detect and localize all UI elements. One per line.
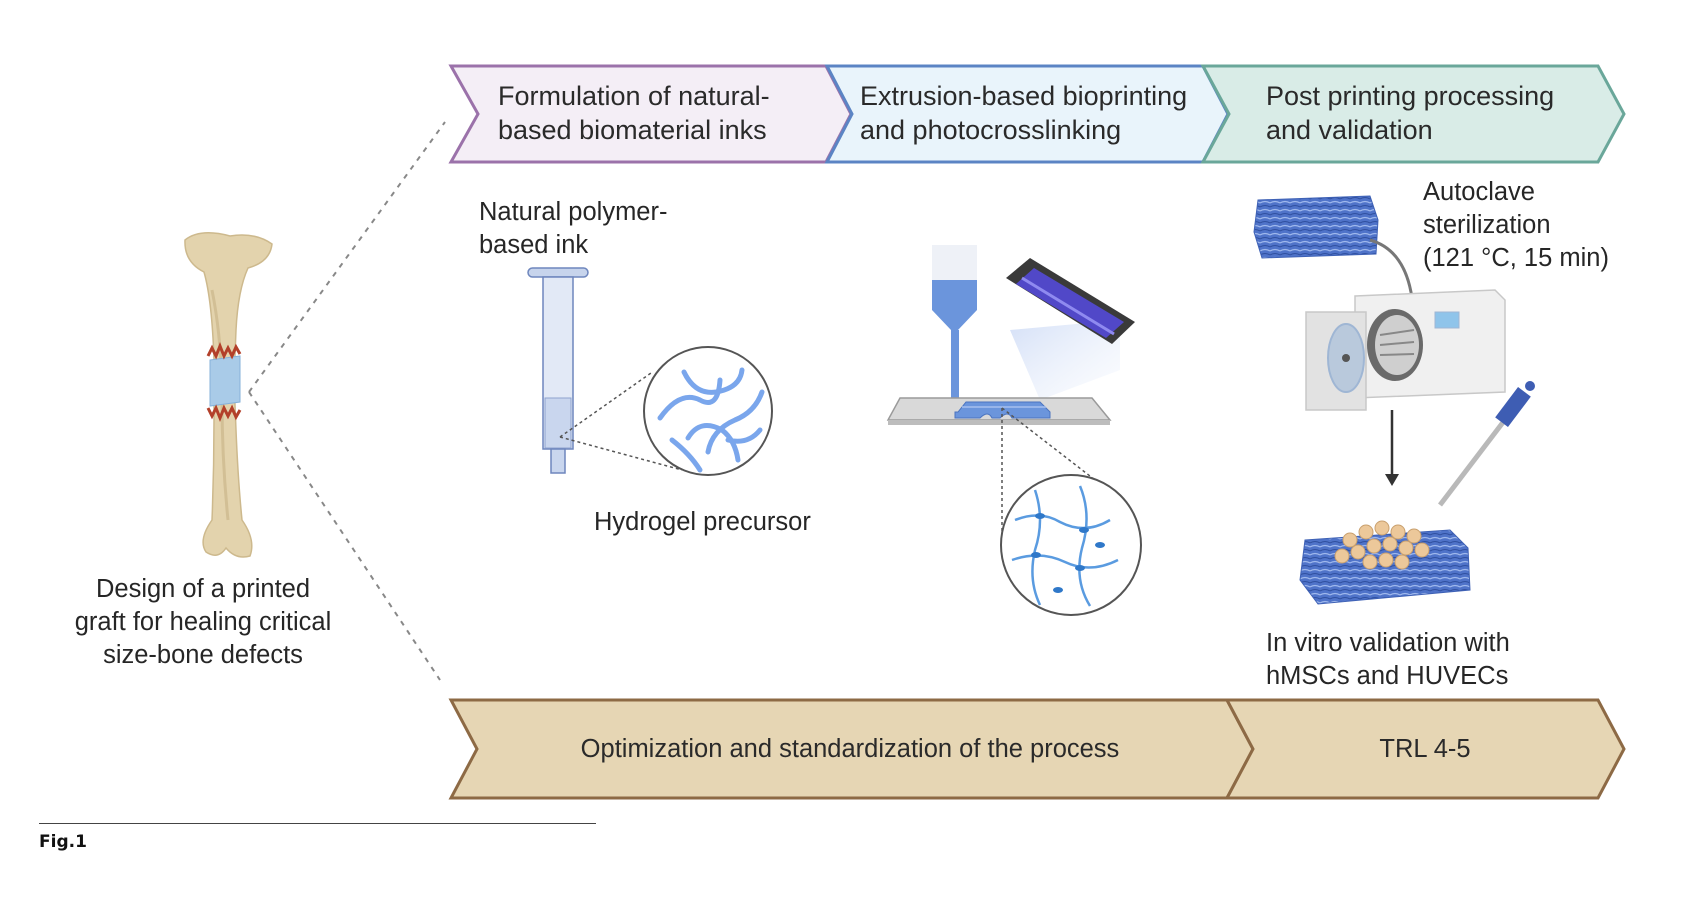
bioprinter-nozzle-icon xyxy=(932,245,977,412)
ink-label-line-2: based ink xyxy=(479,231,589,259)
caption-rule xyxy=(39,823,596,824)
crosslinked-network-icon xyxy=(1000,474,1142,616)
stage-3-label-line-2: and validation xyxy=(1266,115,1433,145)
autoclave-label-line-2: sterilization xyxy=(1423,211,1551,239)
stage-1-label-line-2: based biomaterial inks xyxy=(498,115,767,145)
autoclave-label-line-3: (121 °C, 15 min) xyxy=(1423,244,1609,272)
validation-label-line-1: In vitro validation with xyxy=(1266,629,1510,657)
bone-caption-line-2: graft for healing critical xyxy=(74,608,332,636)
stage-1-label: Formulation of natural- based biomateria… xyxy=(498,79,770,147)
bone-caption-line-3: size-bone defects xyxy=(103,641,303,669)
uv-beam xyxy=(1010,320,1120,400)
autoclave-label: Autoclave sterilization (121 °C, 15 min) xyxy=(1423,176,1609,275)
hydrogel-precursor-label: Hydrogel precursor xyxy=(594,508,811,536)
stage-2-label-line-1: Extrusion-based bioprinting xyxy=(860,81,1188,111)
stage-chevrons xyxy=(448,64,1626,164)
trl-label: TRL 4-5 xyxy=(1379,735,1471,763)
bone-caption-line-1: Design of a printed xyxy=(95,575,311,603)
process-label: Optimization and standardization of the … xyxy=(580,735,1120,763)
stage-2-label-line-2: and photocrosslinking xyxy=(860,115,1122,145)
uv-lamp-icon xyxy=(1006,258,1135,344)
zoom-callout-lines-ink xyxy=(559,372,683,471)
ink-label: Natural polymer- based ink xyxy=(479,196,667,262)
down-arrow-icon xyxy=(1385,410,1399,486)
stage-3-label-line-1: Post printing processing xyxy=(1266,81,1555,111)
zoom-callout-lines-print xyxy=(1001,407,1109,540)
bottom-chevrons xyxy=(448,698,1626,800)
seeded-scaffold-icon xyxy=(1299,520,1471,605)
bone-icon xyxy=(184,232,273,558)
validation-label: In vitro validation with hMSCs and HUVEC… xyxy=(1266,627,1510,693)
zoom-line-bottom xyxy=(248,391,441,681)
polymer-chains-icon xyxy=(643,346,773,476)
figure-caption: Fig.1 xyxy=(39,832,87,852)
autoclave-icon xyxy=(1305,289,1506,411)
zoom-lines xyxy=(248,121,446,681)
validation-label-line-2: hMSCs and HUVECs xyxy=(1266,662,1509,690)
zoom-line-top xyxy=(248,121,446,393)
ink-label-line-1: Natural polymer- xyxy=(479,198,668,226)
scaffold-icon xyxy=(1253,195,1379,259)
stage-3-label: Post printing processing and validation xyxy=(1266,79,1554,147)
pipette-icon xyxy=(1438,381,1535,507)
stage-3-chevron xyxy=(1200,64,1626,164)
stage-2-label: Extrusion-based bioprinting and photocro… xyxy=(860,79,1187,147)
autoclave-label-line-1: Autoclave xyxy=(1423,178,1535,206)
syringe-icon xyxy=(527,267,589,474)
bone-caption: Design of a printed graft for healing cr… xyxy=(33,573,373,672)
trl-chevron xyxy=(1224,698,1626,800)
stage-1-label-line-1: Formulation of natural- xyxy=(498,81,770,111)
